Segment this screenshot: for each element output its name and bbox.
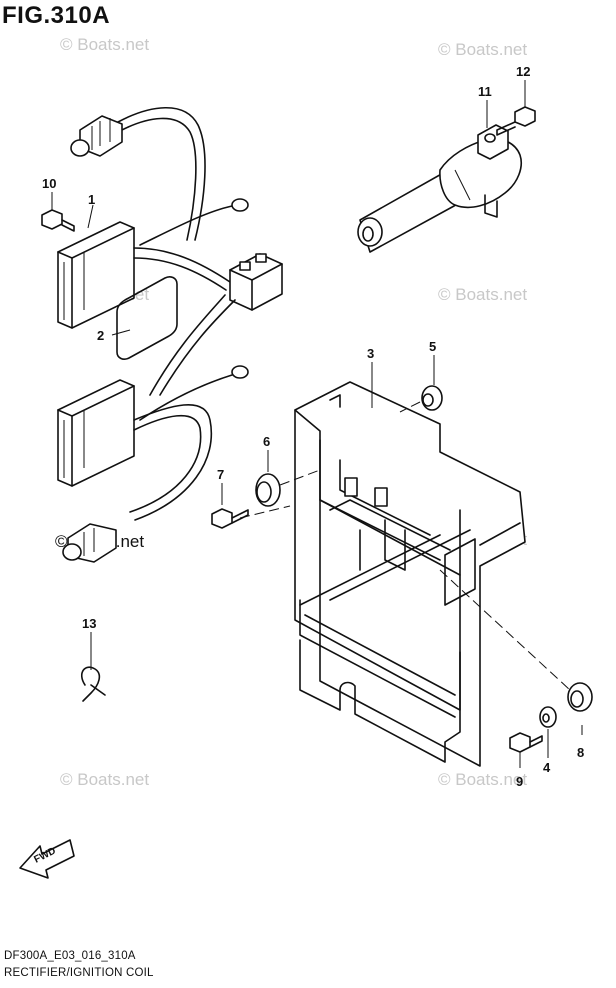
figure-title: FIG.310A	[2, 2, 111, 29]
bolt-icon	[509, 732, 543, 753]
watermark: © Boats.net	[60, 770, 149, 789]
ignition-coil-icon	[357, 124, 522, 253]
fwd-arrow-icon: FWD	[19, 839, 75, 879]
callout-7: 7	[217, 467, 224, 482]
figure-caption: RECTIFIER/IGNITION COIL	[4, 967, 154, 979]
callout-11: 11	[478, 84, 492, 99]
bolt-icon	[211, 508, 249, 529]
washer-icon	[539, 706, 557, 728]
grommet-icon	[567, 682, 593, 712]
watermark: © Boats.net	[60, 35, 149, 54]
rectifier-upper	[57, 106, 249, 329]
grommet-icon	[421, 385, 443, 411]
callout-10: 10	[42, 176, 56, 191]
rectifier-lower	[57, 294, 249, 563]
gasket-icon	[116, 276, 178, 360]
callout-1: 1	[88, 192, 95, 207]
callout-2: 2	[97, 328, 104, 343]
bolt-icon	[41, 209, 75, 232]
callout-13: 13	[82, 616, 96, 631]
grommet-icon	[255, 473, 281, 507]
harness-connector-icon	[70, 115, 123, 157]
callout-12: 12	[516, 64, 530, 79]
rectifier-bracket-icon	[294, 381, 526, 767]
callout-9: 9	[516, 774, 523, 789]
callout-8: 8	[577, 745, 584, 760]
watermark: © Boats.net	[438, 285, 527, 304]
callout-6: 6	[263, 434, 270, 449]
callout-5: 5	[429, 339, 436, 354]
callout-3: 3	[367, 346, 374, 361]
watermark: © Boats.net	[438, 40, 527, 59]
watermark: © Boats.net	[438, 770, 527, 789]
figure-code: DF300A_E03_016_310A	[4, 950, 136, 962]
multi-pin-connector-icon	[229, 253, 283, 311]
clip-icon	[80, 666, 106, 702]
callout-4: 4	[543, 760, 551, 775]
